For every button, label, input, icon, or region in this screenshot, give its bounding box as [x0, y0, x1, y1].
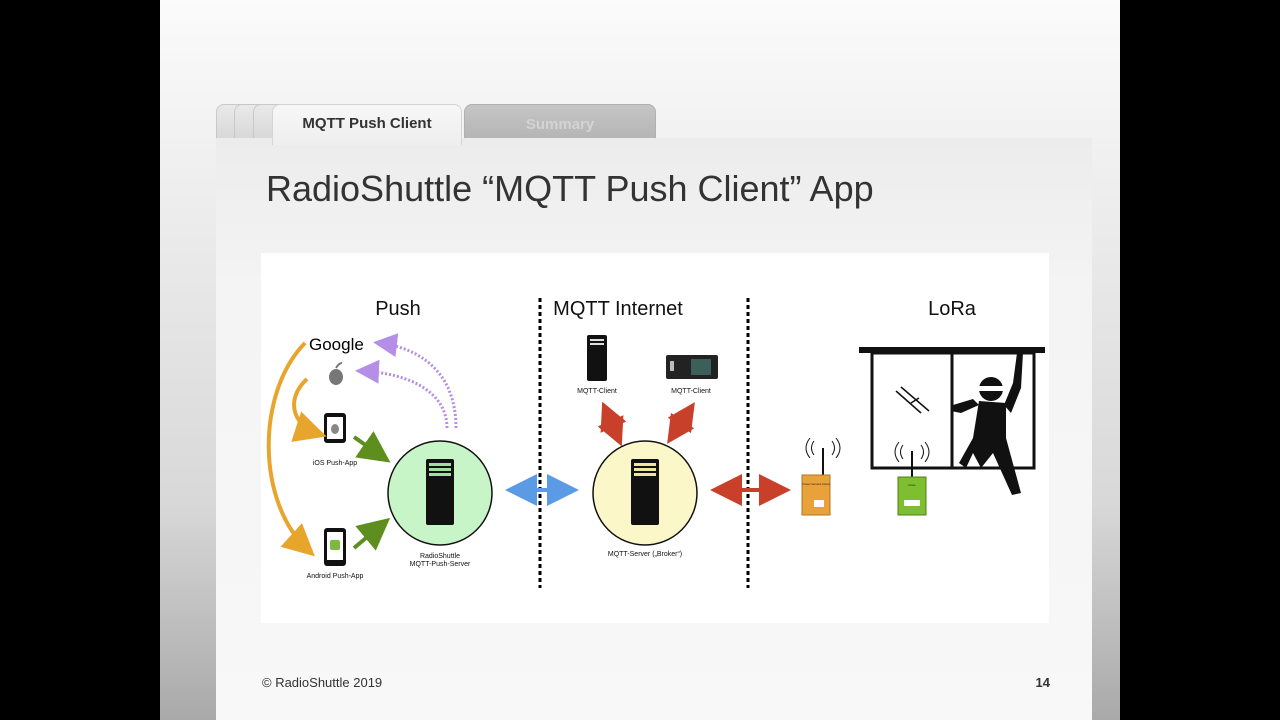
- purple-arrow-apple: [355, 359, 449, 429]
- video-frame: MQTT Push Client Summary RadioShuttle “M…: [160, 0, 1120, 720]
- tab-label-active: MQTT Push Client: [302, 115, 432, 132]
- tab-label-summary: Summary: [525, 116, 595, 133]
- green-arrow-android: [352, 517, 391, 551]
- purple-arrow-google: [373, 333, 458, 429]
- push-server-label-1: RadioShuttle: [420, 553, 460, 560]
- google-logo: Google: [309, 335, 364, 354]
- section-mqtt-internet: MQTT Internet: [553, 298, 683, 320]
- footer-copyright: © RadioShuttle 2019: [262, 675, 383, 690]
- section-push: Push: [375, 298, 421, 320]
- architecture-diagram: Push MQTT Internet LoRa Google: [261, 253, 1049, 623]
- broker-label: MQTT-Server („Broker“): [608, 551, 682, 558]
- mqtt-client-board-icon: [666, 355, 718, 379]
- orange-arrow-ios: [291, 377, 327, 442]
- orange-arrow-android: [266, 341, 315, 557]
- lora-device-green-icon: [894, 441, 930, 516]
- slide-title: RadioShuttle “MQTT Push Client” App: [266, 168, 874, 209]
- page-number: 14: [1035, 675, 1050, 690]
- diagram-canvas: Push MQTT Internet LoRa Google: [266, 298, 1045, 588]
- tab-summary[interactable]: Summary: [464, 104, 656, 144]
- red-arrow-client-1: [597, 401, 627, 447]
- red-arrow-client-2: [667, 402, 695, 444]
- section-lora: LoRa: [928, 298, 977, 320]
- broker-server-icon: [592, 440, 698, 546]
- device-green-label: Close: [908, 483, 916, 487]
- device-orange-label: Close Camera Active: [802, 482, 830, 486]
- lora-device-orange-icon: [801, 437, 841, 516]
- android-phone-icon: [324, 528, 346, 566]
- green-arrow-ios: [352, 431, 391, 463]
- tab-mqtt-push-client[interactable]: MQTT Push Client: [272, 104, 462, 145]
- mqtt-client-tower-icon: [587, 335, 607, 381]
- burglar-icon: [951, 353, 1023, 495]
- push-server-label-2: MQTT-Push-Server: [410, 561, 471, 568]
- ios-phone-icon: [324, 413, 346, 443]
- slide: RadioShuttle “MQTT Push Client” App Push…: [216, 138, 1092, 720]
- mqtt-client-1-label: MQTT-Client: [577, 388, 617, 395]
- push-server-icon: [387, 440, 493, 546]
- mqtt-client-2-label: MQTT-Client: [671, 388, 711, 395]
- android-push-app-label: Android Push-App: [307, 573, 364, 580]
- ios-push-app-label: iOS Push-App: [313, 460, 357, 467]
- apple-icon: [329, 362, 343, 385]
